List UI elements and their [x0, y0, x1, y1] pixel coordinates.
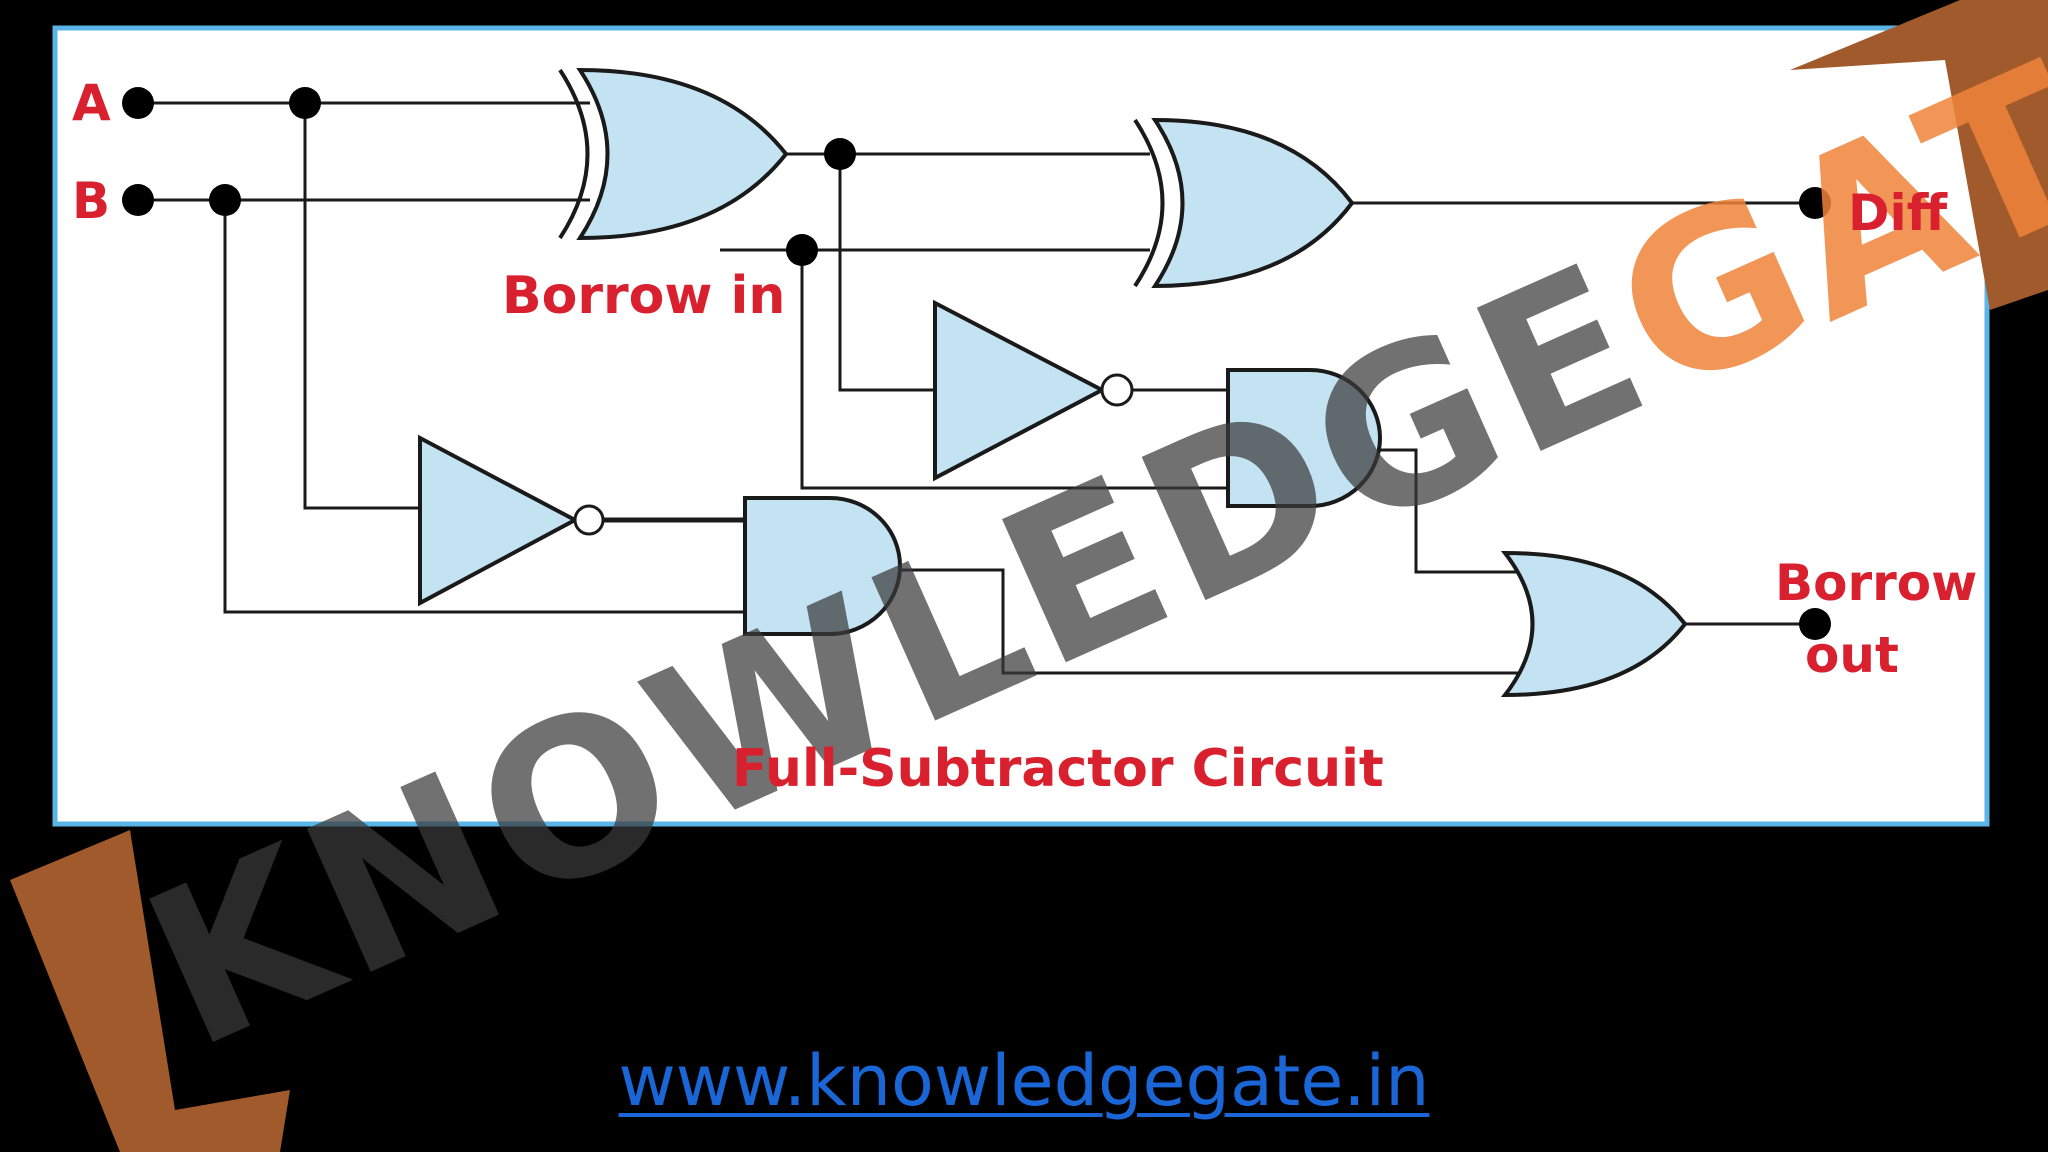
xor-gate-2 — [1133, 117, 1355, 289]
junction-dots — [122, 87, 1831, 640]
not-gate-2 — [933, 299, 1134, 482]
and-gate-1 — [743, 496, 902, 636]
watermark-bracket-right — [1790, 0, 2048, 310]
wire-bin-to-and — [800, 250, 1228, 490]
borrow-out-label-line2: out — [1805, 626, 1899, 684]
borrow-out-label-line1: Borrow — [1775, 554, 1977, 612]
junction-dot — [786, 234, 818, 266]
junction-dot — [824, 138, 856, 170]
input-a-label: A — [72, 74, 111, 132]
watermark-bracket-left — [10, 830, 290, 1152]
junction-dot — [289, 87, 321, 119]
wire-b-to-and — [223, 200, 745, 614]
website-link[interactable]: www.knowledgegate.in — [618, 1040, 1430, 1122]
inverter-bubble — [1100, 373, 1134, 407]
terminal-b-dot — [122, 184, 154, 216]
diagram-title: Full-Subtractor Circuit — [732, 739, 1384, 799]
terminal-a-dot — [122, 87, 154, 119]
wire-a-to-not — [303, 103, 420, 510]
terminal-borrow-out-dot — [1799, 608, 1831, 640]
terminal-diff-dot — [1799, 187, 1831, 219]
wire-and2-to-or — [1380, 448, 1520, 574]
borrow-in-label: Borrow in — [502, 266, 785, 326]
not-gate-1 — [418, 434, 605, 607]
or-gate — [1500, 550, 1688, 698]
xor-gate-1 — [558, 67, 789, 241]
diff-label: Diff — [1848, 184, 1948, 242]
and-gate-2 — [1226, 368, 1382, 508]
junction-dot — [209, 184, 241, 216]
input-b-label: B — [72, 172, 110, 230]
inverter-bubble — [573, 504, 605, 536]
wire-xor1-to-not — [838, 154, 935, 392]
wire-and1-to-or — [900, 568, 1520, 675]
